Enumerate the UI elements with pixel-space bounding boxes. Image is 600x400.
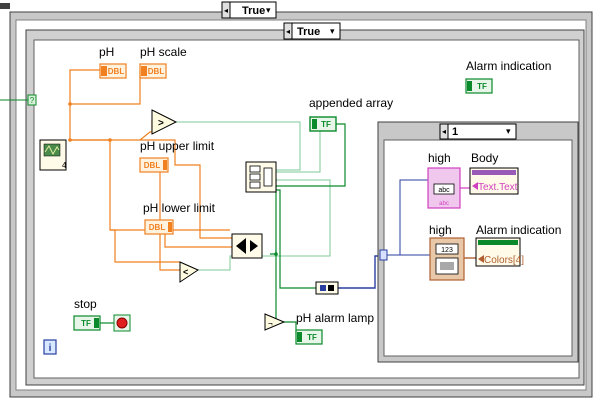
ph-lower-limit-terminal[interactable]: DBL bbox=[144, 219, 174, 235]
ph-lower-limit-terminal-type: DBL bbox=[149, 223, 166, 232]
build-array-node[interactable] bbox=[245, 161, 277, 193]
ph-upper-limit-terminal[interactable]: DBL bbox=[139, 157, 169, 173]
inner-case-selector-label: True bbox=[297, 26, 320, 38]
less-than-icon: < bbox=[183, 267, 188, 277]
wire-junction bbox=[274, 252, 278, 256]
alarm-indication-node-label: Alarm indication bbox=[476, 223, 561, 237]
inner-case-selector[interactable]: ◂ True ▾ bbox=[283, 22, 341, 40]
sub-left-arrow-icon[interactable]: ◂ bbox=[442, 127, 446, 136]
colors-property-node[interactable]: Colors[4] bbox=[475, 237, 524, 267]
appended-array-terminal[interactable]: TF bbox=[309, 116, 337, 132]
array-wire bbox=[276, 189, 316, 289]
string-constant-node[interactable]: abc abc bbox=[427, 167, 461, 209]
high-label-1: high bbox=[428, 151, 451, 165]
alarm-indication-terminal-type: TF bbox=[477, 82, 487, 91]
refnum-icon bbox=[320, 285, 326, 291]
not-gate-node[interactable]: ¬ bbox=[264, 313, 286, 331]
inner-dropdown-icon[interactable]: ▾ bbox=[330, 26, 335, 36]
colors-property: Colors[4] bbox=[484, 255, 524, 266]
stop-terminal[interactable]: TF bbox=[73, 315, 101, 331]
wire-junction bbox=[68, 138, 72, 142]
ph-alarm-lamp-terminal[interactable]: TF bbox=[295, 329, 323, 345]
high-label-2: high bbox=[429, 223, 452, 237]
property-header-icon bbox=[472, 170, 516, 175]
ph-lower-limit-label: pH lower limit bbox=[143, 201, 216, 215]
refnum-node[interactable] bbox=[315, 281, 339, 295]
greater-than-node[interactable]: > bbox=[151, 109, 178, 135]
ph-alarm-lamp-label: pH alarm lamp bbox=[296, 311, 374, 325]
select-node[interactable] bbox=[231, 233, 263, 259]
greater-than-icon: > bbox=[158, 118, 164, 129]
alarm-indication-label: Alarm indication bbox=[466, 59, 551, 73]
wait-value: 4 bbox=[62, 161, 67, 170]
selector-question-icon: ? bbox=[30, 96, 35, 105]
alarm-indication-terminal[interactable]: TF bbox=[465, 78, 493, 94]
outer-case-selector-label: True bbox=[242, 5, 265, 17]
wire-junction bbox=[108, 138, 112, 142]
ph-label: pH bbox=[99, 45, 114, 59]
ph-terminal-type: DBL bbox=[108, 67, 125, 76]
appended-array-terminal-type: TF bbox=[321, 120, 331, 129]
refnum-tunnel bbox=[379, 249, 388, 261]
body-label: Body bbox=[471, 151, 498, 165]
refnum-wire-sub bbox=[387, 179, 430, 256]
ph-scale-terminal[interactable]: DBL bbox=[139, 63, 167, 79]
inner-left-arrow-icon[interactable]: ◂ bbox=[286, 27, 290, 36]
outer-case-selector[interactable]: ◂ True ▾ bbox=[221, 1, 277, 19]
sub-case-selector[interactable]: ◂ 1 ▾ bbox=[439, 123, 517, 140]
text-property-node[interactable]: Text.Text bbox=[469, 167, 519, 195]
info-text: i bbox=[49, 343, 52, 354]
stop-terminal-type: TF bbox=[81, 319, 91, 328]
wait-timer-node[interactable]: 4 bbox=[39, 139, 67, 171]
info-icon[interactable]: i bbox=[43, 339, 57, 355]
ph-upper-limit-label: pH upper limit bbox=[140, 139, 215, 153]
num-123-text: 123 bbox=[441, 247, 453, 254]
wire-junction bbox=[68, 102, 72, 106]
abc-text-small: abc bbox=[439, 201, 449, 207]
outer-left-arrow-icon[interactable]: ◂ bbox=[224, 6, 228, 15]
select-arrow-icon bbox=[236, 238, 246, 254]
case-selector-terminal[interactable]: ? bbox=[27, 94, 37, 106]
loop-stop-condition[interactable] bbox=[113, 314, 131, 332]
array-output-icon bbox=[263, 167, 273, 187]
ph-scale-terminal-type: DBL bbox=[148, 67, 165, 76]
sub-dropdown-icon[interactable]: ▾ bbox=[506, 126, 511, 136]
sub-case-selector-label: 1 bbox=[452, 126, 458, 138]
stop-sign-icon bbox=[116, 317, 128, 329]
ph-scale-label: pH scale bbox=[140, 45, 187, 59]
ph-terminal[interactable]: DBL bbox=[99, 63, 127, 79]
appended-array-label: appended array bbox=[309, 96, 393, 110]
ph-alarm-lamp-terminal-type: TF bbox=[307, 333, 317, 342]
ph-upper-limit-terminal-type: DBL bbox=[144, 161, 161, 170]
not-icon: ¬ bbox=[268, 319, 273, 328]
less-than-node[interactable]: < bbox=[179, 261, 200, 283]
numeric-constant-node[interactable]: 123 bbox=[429, 237, 465, 281]
text-text-property: Text.Text bbox=[478, 182, 518, 193]
stop-label: stop bbox=[74, 297, 97, 311]
outer-dropdown-icon[interactable]: ▾ bbox=[266, 5, 271, 15]
property-header-icon bbox=[478, 240, 518, 245]
abc-text: abc bbox=[438, 187, 450, 194]
